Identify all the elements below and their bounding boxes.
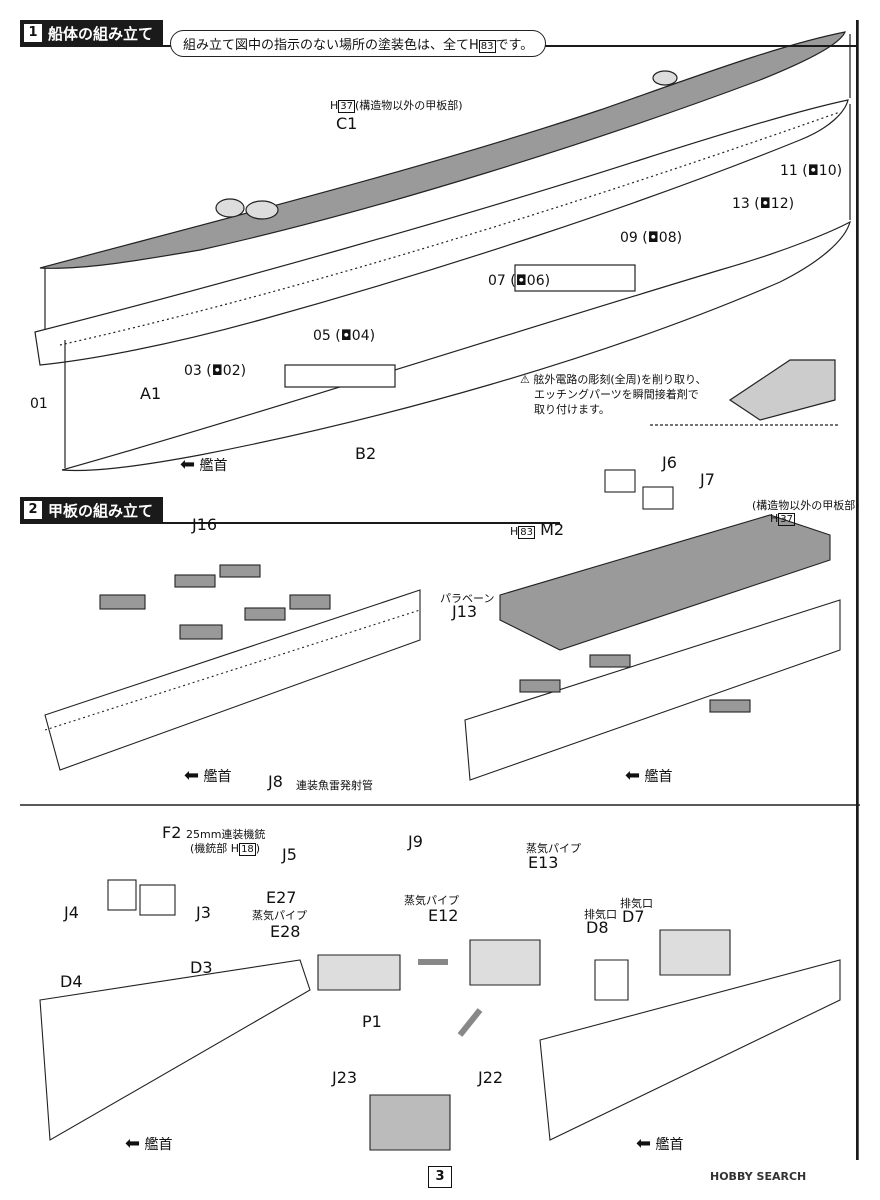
part-e28-desc: 蒸気パイプ — [252, 909, 307, 922]
hull-a1-shape — [34, 99, 849, 366]
step1-bow-label: ⬅ 艦首 — [180, 454, 228, 475]
part-e13-desc: 蒸気パイプ — [526, 842, 581, 855]
part-13-label: 13 (◘12) — [732, 196, 795, 212]
part-j4-label: J4 — [64, 903, 79, 922]
part-09-label: 09 (◘08) — [620, 230, 683, 246]
step3-left-bow: ⬅ 艦首 — [125, 1133, 173, 1154]
step2-header: 2 甲板の組み立て — [20, 497, 164, 523]
part-e12-desc: 蒸気パイプ — [404, 894, 459, 907]
part-d8-label: D8 — [586, 918, 609, 937]
part-j8-desc: 連装魚雷発射管 — [296, 779, 373, 792]
step1-number: 1 — [24, 24, 42, 42]
part-j7-label: J7 — [700, 470, 715, 489]
step1-header: 1 船体の組み立て — [20, 20, 164, 46]
step2-rule — [20, 522, 560, 524]
step2-right-bow: ⬅ 艦首 — [625, 765, 673, 786]
part-a1-label: A1 — [140, 384, 162, 403]
part-e28-label: E28 — [270, 922, 301, 941]
part-f2-desc: 25mm連装機銃 — [186, 828, 266, 841]
part-c1-label: C1 — [336, 114, 358, 133]
watermark-footer: HOBBY SEARCH — [710, 1170, 807, 1183]
step1-title: 船体の組み立て — [48, 24, 154, 43]
part-d7-desc: 排気口 — [620, 897, 653, 910]
part-j6-label: J6 — [662, 453, 677, 472]
part-p1-label: P1 — [362, 1012, 382, 1031]
deck-m2-shape — [499, 514, 831, 651]
page-number: 3 — [428, 1166, 452, 1188]
part-j13-desc: パラベーン — [440, 592, 495, 605]
right-border — [856, 20, 858, 1160]
part-d8-desc: 排気口 — [584, 908, 617, 921]
part-d7-label: D7 — [622, 907, 645, 926]
part-j22-label: J22 — [478, 1068, 504, 1087]
part-j9-label: J9 — [408, 832, 423, 851]
deck-c1-shape — [39, 31, 846, 269]
struct-note: (構造物以外の甲板部) — [752, 499, 860, 512]
part-11-label: 11 (◘10) — [780, 163, 843, 179]
part-d4-label: D4 — [60, 972, 83, 991]
part-05-label: 05 (◘04) — [313, 328, 376, 344]
part-j8-label: J8 — [268, 772, 283, 791]
etching-warning: ⚠ 舷外電路の彫刻(全周)を削り取り、 エッチングパーツを瞬間接着剤で 取り付け… — [520, 373, 707, 416]
part-d3-label: D3 — [190, 958, 213, 977]
step2-left-bow: ⬅ 艦首 — [184, 765, 232, 786]
part-e12-label: E12 — [428, 906, 459, 925]
warning-icon: ⚠ — [520, 373, 530, 386]
part-j23-label: J23 — [332, 1068, 358, 1087]
part-j5-label: J5 — [282, 845, 297, 864]
hull-b2-shape — [61, 220, 851, 472]
part-01-label: 01 — [30, 396, 48, 412]
part-03-label: 03 (◘02) — [184, 363, 247, 379]
step2-number: 2 — [24, 501, 42, 519]
part-07-label: 07 (◘06) — [488, 273, 551, 289]
part-j3-label: J3 — [196, 903, 211, 922]
part-f2-label: F2 — [162, 823, 182, 842]
part-e13-label: E13 — [528, 853, 559, 872]
part-b2-label: B2 — [355, 444, 377, 463]
part-j16-label: J16 — [192, 515, 218, 534]
part-j13-label: J13 — [452, 602, 478, 621]
step2-title: 甲板の組み立て — [48, 501, 154, 520]
part-e27-label: E27 — [266, 888, 297, 907]
paint-code-box: 83 — [478, 40, 496, 53]
step3-right-bow: ⬅ 艦首 — [636, 1133, 684, 1154]
